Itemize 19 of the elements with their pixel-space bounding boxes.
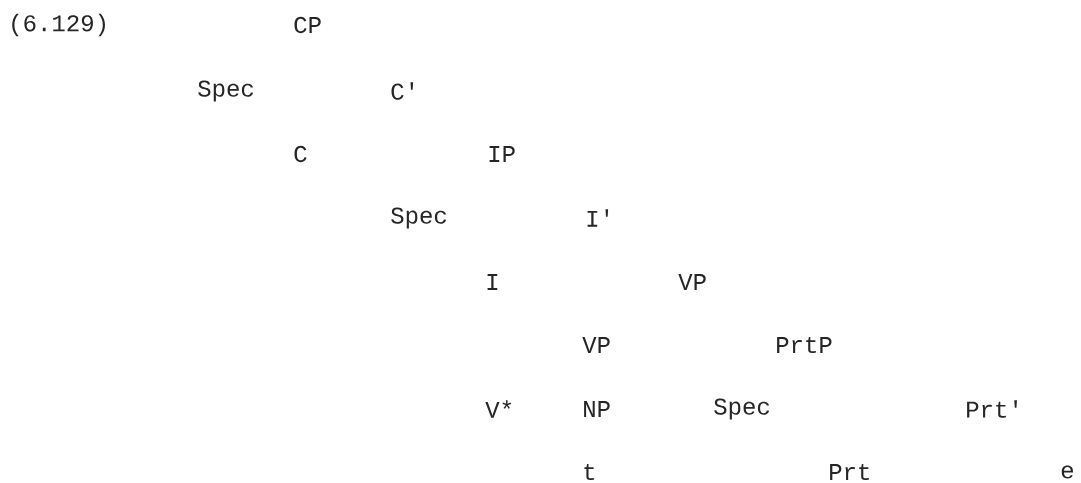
tree-label: Prt' xyxy=(967,400,1017,418)
tree-label: I xyxy=(487,274,498,290)
tree-label: Spec xyxy=(391,207,447,229)
example-number: (6.129) xyxy=(12,13,105,37)
tree-label: Spec xyxy=(198,80,254,102)
tree-label: PrtP xyxy=(777,336,832,354)
tree-label: C' xyxy=(391,82,414,100)
tree-label: Prt xyxy=(830,463,869,481)
tree-label: VP xyxy=(678,274,706,290)
tree-label: IP xyxy=(489,146,515,162)
tree-label: I' xyxy=(587,209,609,227)
tree-label: V* xyxy=(485,400,512,418)
tree-label: NP xyxy=(584,401,610,417)
tree-label: CP xyxy=(294,16,321,34)
tree-label: Spec xyxy=(714,398,770,420)
tree-label: t xyxy=(584,463,595,481)
tree-label: VP xyxy=(582,337,610,353)
tree-label: e xyxy=(1061,465,1073,479)
tree-label: C xyxy=(294,145,307,163)
